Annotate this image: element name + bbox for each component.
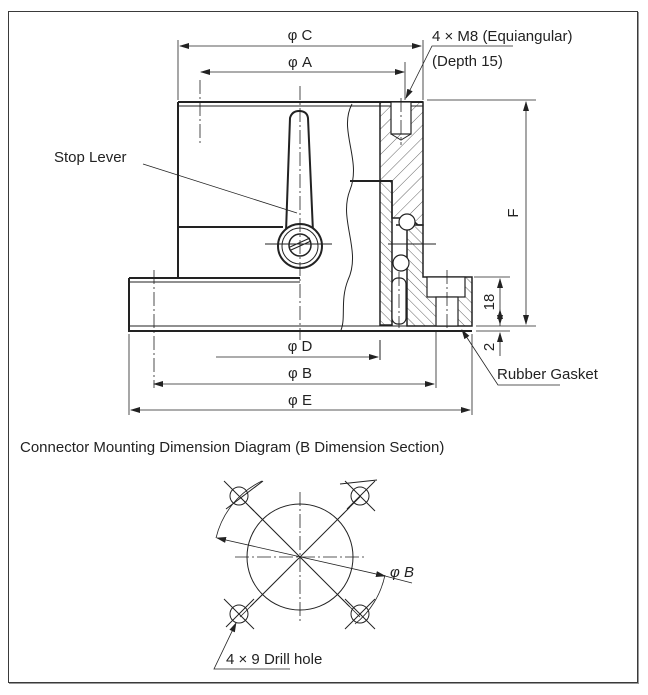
label-stop-lever: Stop Lever xyxy=(54,149,127,166)
drill-hole-top-right xyxy=(339,479,378,512)
drill-hole-top-left xyxy=(223,480,264,512)
inner-sleeve-section xyxy=(379,180,393,326)
label-phi-d: φ D xyxy=(288,338,313,355)
ball-lower xyxy=(392,254,410,272)
ball-upper xyxy=(398,213,416,231)
section-view: φ C φ A 4 × M8 (Equiangular) (Depth 15) … xyxy=(54,27,599,415)
dimension-mount-phi-b xyxy=(216,537,386,577)
drill-hole-bottom-right xyxy=(344,598,376,630)
label-dim-18: 18 xyxy=(481,294,498,311)
label-dim-f: F xyxy=(505,208,522,217)
label-phi-a: φ A xyxy=(288,54,312,71)
stop-lever-leader xyxy=(142,163,298,214)
label-mount-phi-b: φ B xyxy=(390,564,414,581)
label-phi-b: φ B xyxy=(288,365,312,382)
label-phi-e: φ E xyxy=(288,392,312,409)
label-dim-2: 2 xyxy=(481,343,498,351)
label-tap-spec: 4 × M8 (Equiangular) xyxy=(432,28,573,45)
flange-section xyxy=(396,224,473,327)
rubber-gasket-leader xyxy=(461,329,560,386)
label-phi-c: φ C xyxy=(288,27,313,44)
break-line xyxy=(340,103,354,331)
tap-leader xyxy=(405,45,513,99)
mounting-diagram-title: Connector Mounting Dimension Diagram (B … xyxy=(20,439,444,456)
drill-hole-bottom-left xyxy=(223,598,255,630)
label-tap-depth: (Depth 15) xyxy=(432,53,503,70)
counterbore xyxy=(426,276,466,298)
drawing-frame xyxy=(8,11,638,683)
label-rubber-gasket: Rubber Gasket xyxy=(497,366,599,383)
drill-hole-leader xyxy=(213,622,290,670)
flange-outline xyxy=(128,277,472,332)
mounting-view: φ B 4 × 9 Drill hole xyxy=(213,479,414,670)
label-drill-hole: 4 × 9 Drill hole xyxy=(226,651,322,668)
